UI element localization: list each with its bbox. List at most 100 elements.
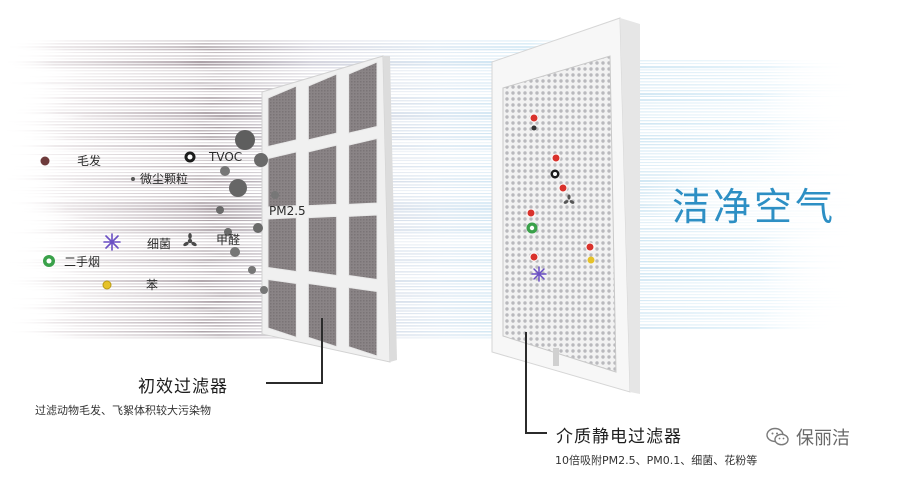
clean-air-line: [638, 99, 829, 102]
clean-air-line: [638, 312, 835, 315]
air-line: [3, 46, 620, 49]
label-dust: 微尘颗粒: [140, 172, 189, 186]
filter-gauze-cell: [348, 61, 378, 134]
air-line: [19, 40, 621, 42]
filter-gauze-cell: [307, 144, 338, 207]
air-line: [9, 43, 620, 45]
label-tvoc: TVOC: [209, 150, 243, 164]
particle-markers: [40, 151, 197, 290]
watermark: 保丽洁: [766, 424, 850, 450]
wechat-icon: [766, 427, 789, 446]
filter-gauze-cell: [307, 215, 338, 277]
clean-air-line: [638, 81, 842, 83]
clean-air-line: [638, 132, 864, 134]
filter-gauze-cell: [267, 151, 297, 208]
air-line: [26, 70, 621, 72]
clean-air-line: [638, 87, 868, 89]
clean-air-line: [638, 90, 865, 92]
clean-air-line: [638, 75, 856, 77]
clean-air-line: [638, 144, 850, 146]
air-line: [4, 64, 621, 66]
clean-air-line: [638, 315, 848, 317]
benzene-dot-icon: [102, 280, 112, 290]
air-line: [26, 52, 620, 54]
filter-gauze-cell: [267, 278, 297, 339]
label-bacteria: 细菌: [147, 237, 172, 251]
clean-air-line: [638, 297, 862, 299]
clean-air-line: [638, 111, 831, 113]
clean-air-line: [638, 102, 846, 105]
clean-air-line: [638, 249, 838, 251]
clean-air-line: [638, 72, 850, 74]
clean-air-line: [638, 279, 838, 282]
clean-air-line: [638, 120, 866, 122]
clean-air-line: [638, 96, 862, 98]
clean-air-line: [638, 126, 865, 128]
smoke-dot-icon: [43, 255, 55, 267]
clean-air-line: [638, 252, 830, 255]
clean-air-line: [638, 141, 842, 143]
air-line: [9, 55, 620, 57]
label-pm25: PM2.5: [269, 204, 306, 218]
clean-air-line: [638, 264, 831, 266]
watermark-text: 保丽洁: [796, 428, 850, 449]
clean-air-line: [638, 69, 844, 71]
filter-gauze-cell: [267, 217, 297, 273]
clean-air-line: [638, 117, 859, 119]
clean-air-line: [638, 303, 861, 305]
clean-air-line: [638, 153, 849, 155]
clean-air-line: [638, 114, 841, 116]
clean-air-line: [638, 147, 858, 149]
clean-air-label: 洁净空气: [672, 185, 837, 229]
clean-air-line: [638, 327, 837, 329]
clean-air-line: [638, 63, 859, 65]
clean-air-line: [638, 156, 837, 158]
trapped-particles: [526, 113, 595, 282]
filter-gauze-cell: [348, 137, 378, 205]
clean-air-line: [638, 321, 849, 323]
clean-air-line: [638, 255, 861, 257]
tvoc-ring-icon: [184, 151, 196, 163]
label-formaldehyde: 甲醛: [216, 233, 241, 247]
clean-air-line: [638, 291, 863, 293]
clean-air-line: [638, 93, 842, 96]
formaldehyde-icon: [183, 233, 197, 247]
primary-filter: [261, 55, 397, 363]
clean-air-line: [638, 237, 846, 239]
air-line: [2, 61, 620, 64]
dust-particles: [216, 130, 279, 294]
filter-gauze-cell: [348, 286, 378, 357]
clean-air-line: [638, 309, 848, 311]
clean-air-line: [638, 66, 855, 69]
clean-air-line: [638, 60, 833, 62]
clean-air-line: [638, 123, 847, 125]
clean-air-line: [638, 84, 868, 86]
air-line: [7, 67, 620, 69]
clean-air-line: [638, 285, 837, 288]
clean-air-line: [638, 105, 856, 107]
clean-air-line: [638, 246, 863, 248]
filter-gauze-cell: [307, 73, 338, 141]
air-line: [16, 49, 620, 51]
electrostatic-filter: [491, 17, 640, 394]
clean-air-line: [638, 150, 850, 153]
clean-air-line: [638, 282, 841, 284]
filter-gauze-cell: [348, 214, 378, 281]
electrostatic-filter-description: 10倍吸附PM2.5、PM0.1、细菌、花粉等: [555, 454, 758, 467]
clean-air-line: [638, 270, 838, 272]
clean-air-glow: [638, 158, 878, 238]
clean-air-line: [638, 294, 859, 296]
clean-air-line: [638, 288, 850, 290]
clean-air-line: [638, 240, 831, 242]
dust-dot-icon: [131, 177, 135, 181]
clean-air-line: [638, 108, 843, 110]
clean-air-line: [638, 243, 842, 245]
label-smoke: 二手烟: [64, 255, 101, 269]
label-benzene: 苯: [146, 278, 159, 292]
clean-air-line: [638, 261, 859, 263]
air-line: [22, 58, 621, 60]
callout-lines: [266, 318, 547, 434]
primary-filter-description: 过滤动物毛发、飞絮体积较大污染物: [35, 404, 211, 417]
primary-filter-title: 初效过滤器: [138, 377, 228, 397]
